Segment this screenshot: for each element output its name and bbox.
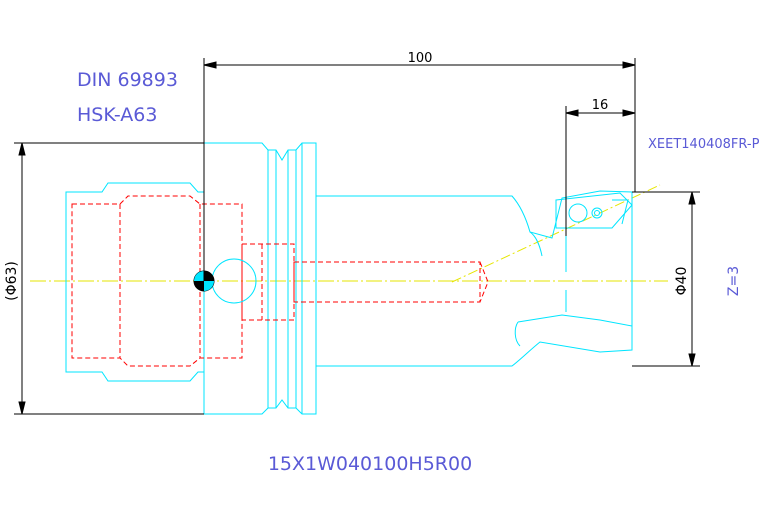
flange-outline bbox=[203, 142, 317, 415]
dim-63-label: (Φ63) bbox=[4, 261, 20, 301]
dim-16-label: 16 bbox=[592, 98, 609, 113]
center-mark bbox=[193, 270, 215, 292]
hsk-interface-label: HSK-A63 bbox=[77, 104, 157, 126]
dimension-40 bbox=[632, 191, 700, 367]
hidden-bores bbox=[71, 195, 489, 367]
part-number-label: 15X1W040100H5R00 bbox=[268, 453, 472, 475]
tool-body-outline bbox=[316, 190, 633, 367]
insert bbox=[555, 192, 633, 229]
hsk-shank-outline bbox=[65, 182, 205, 382]
din-standard-label: DIN 69893 bbox=[77, 69, 178, 91]
insert-angle-line bbox=[451, 184, 661, 283]
insert-designation-label: XEET140408FR-P bbox=[648, 137, 760, 152]
dimension-16 bbox=[565, 106, 636, 236]
dim-40-label: Φ40 bbox=[674, 267, 690, 296]
dimension-63 bbox=[14, 142, 204, 415]
dim-100-label: 100 bbox=[408, 51, 433, 66]
dimension-100 bbox=[203, 58, 636, 281]
teeth-count-label: Z=3 bbox=[726, 266, 742, 296]
